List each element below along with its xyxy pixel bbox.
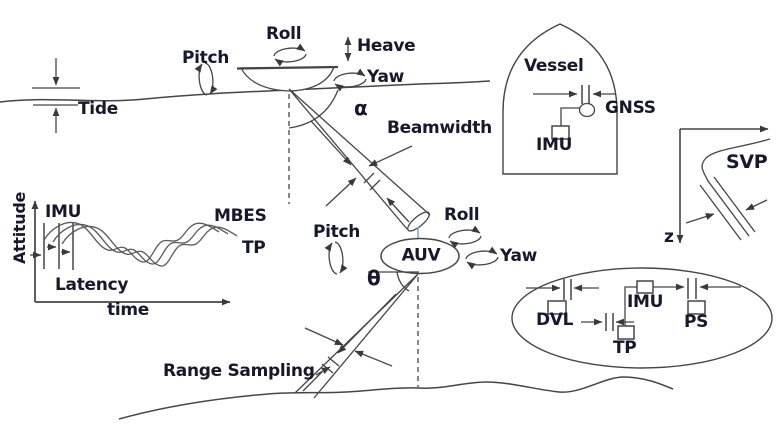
label-attitude-axis: Attitude [10, 191, 29, 265]
auv-sensor-offsets-bubble [511, 267, 773, 369]
label-alpha-angle: α [354, 96, 368, 120]
auv-beam-cone [294, 273, 419, 399]
label-svp: SVP [726, 151, 768, 173]
auv-yaw-rotation-icon [466, 251, 498, 265]
label-pitch-vessel: Pitch [182, 48, 230, 68]
theta-angle-arc [396, 271, 410, 292]
label-range-sampling: Range Sampling [163, 361, 315, 381]
label-pitch-auv: Pitch [313, 222, 361, 242]
yaw-rotation-icon [334, 73, 366, 87]
label-yaw-vessel: Yaw [367, 67, 405, 87]
latency-chart [30, 200, 238, 306]
label-beamwidth: Beamwidth [387, 118, 492, 138]
label-imu-auv: IMU [627, 292, 664, 312]
vessel-beam-cone [288, 88, 431, 232]
svp-plot [676, 125, 771, 244]
label-tide: Tide [78, 99, 118, 119]
label-tp-chart: TP [242, 238, 266, 258]
label-imu-vessel: IMU [536, 135, 573, 155]
label-gnss: GNSS [605, 98, 656, 118]
label-ps: PS [684, 312, 709, 332]
label-roll-auv: Roll [444, 205, 480, 225]
gnss-antenna-icon [578, 102, 596, 118]
roll-rotation-icon [274, 48, 306, 62]
auv-body [380, 237, 460, 275]
vessel-imu-box [551, 125, 570, 140]
label-roll-vessel: Roll [266, 24, 302, 44]
tp-box [617, 325, 635, 340]
label-latency: Latency [55, 275, 129, 295]
label-tp-auv: TP [613, 338, 637, 358]
label-time-axis: time [107, 300, 149, 320]
vessel-plan-view [502, 23, 618, 175]
label-yaw-auv: Yaw [500, 246, 538, 266]
auv-pitch-rotation-icon [329, 242, 343, 274]
tide-dimension-icon [32, 58, 80, 133]
seafloor-line [118, 376, 674, 420]
auv-roll-rotation-icon [449, 230, 481, 244]
label-z-axis: z [664, 227, 674, 247]
label-auv: AUV [401, 245, 441, 266]
label-mbes-chart: MBES [214, 206, 267, 226]
vessel-hull [236, 65, 339, 92]
label-theta-angle: θ [367, 266, 381, 290]
dvl-box [547, 300, 567, 315]
label-dvl: DVL [536, 310, 574, 330]
label-imu-chart: IMU [45, 202, 82, 222]
label-vessel: Vessel [524, 56, 584, 76]
label-heave: Heave [357, 36, 416, 56]
ps-box [687, 300, 706, 315]
water-surface-line [0, 80, 491, 103]
